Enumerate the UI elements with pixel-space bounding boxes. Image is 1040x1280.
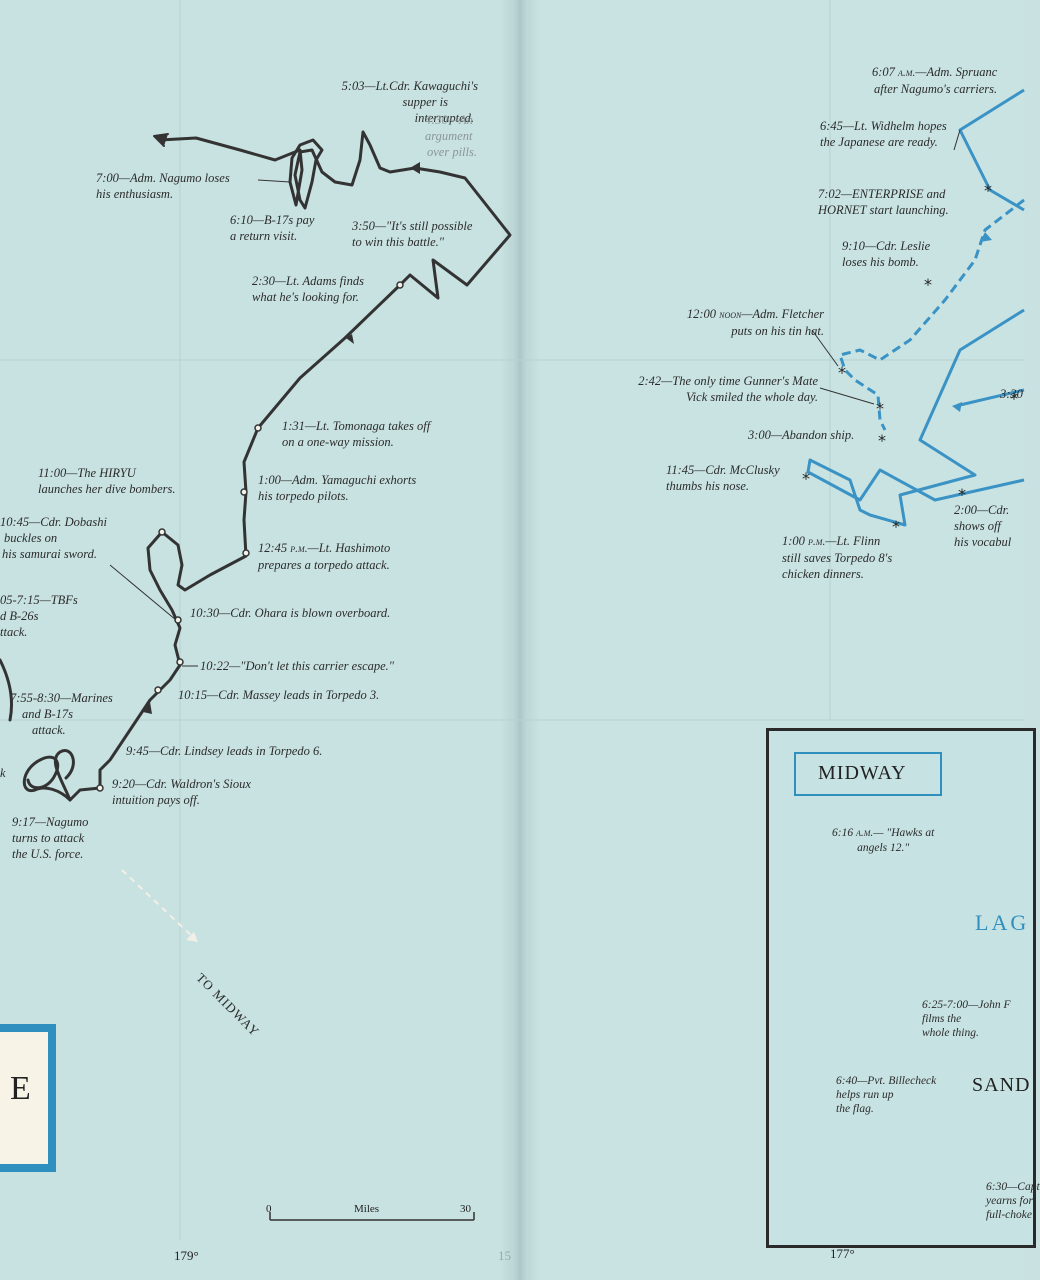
label-1245: 12:45 p.m.—Lt. Hashimoto prepares a torp… xyxy=(258,541,391,572)
left-title-fragment: E xyxy=(10,1070,31,1107)
midway-title: MIDWAY xyxy=(818,762,907,784)
svg-text:*: * xyxy=(838,363,846,382)
sand-island-label: SAND xyxy=(972,1074,1031,1096)
label-330: 3:30 xyxy=(1000,387,1023,401)
japanese-fleet-track xyxy=(0,130,512,802)
page-number-fragment: 15 xyxy=(498,1248,511,1263)
us-track-arrows xyxy=(952,232,992,412)
label-1015: 10:15—Cdr. Massey leads in Torpedo 3. xyxy=(178,688,380,702)
label-100pm: 1:00 p.m.—Lt. Flinn still saves Torpedo … xyxy=(782,534,893,581)
left-page xyxy=(0,0,512,1280)
label-1200: 12:00 noon—Adm. Fletcher puts on his tin… xyxy=(686,307,824,338)
label-607: 6:07 a.m.—Adm. Spruanc after Nagumo's ca… xyxy=(872,65,998,96)
to-midway-arrow xyxy=(121,869,195,939)
lagoon-label: LAG xyxy=(975,910,1030,935)
to-midway-arrowhead xyxy=(186,932,198,942)
us-fleet-track xyxy=(806,88,1025,527)
label-1030: 10:30—Cdr. Ohara is blown overboard. xyxy=(190,606,391,620)
svg-text:*: * xyxy=(876,399,884,418)
label-616: 6:16 a.m.— "Hawks at angels 12." xyxy=(832,827,935,854)
japanese-track-markers xyxy=(96,281,404,792)
longitude-179: 179° xyxy=(174,1248,199,1263)
midway-inset-map xyxy=(766,728,1036,1248)
left-title-frame: E xyxy=(0,1024,56,1172)
label-k: k xyxy=(0,766,6,780)
left-title-panel: E xyxy=(0,1032,48,1164)
right-leader-lines xyxy=(811,129,961,405)
label-945: 9:45—Cdr. Lindsey leads in Torpedo 6. xyxy=(126,744,323,758)
svg-text:*: * xyxy=(958,485,966,504)
label-300: 3:00—Abandon ship. xyxy=(748,428,855,442)
svg-text:*: * xyxy=(892,517,900,536)
us-track-asterisks: * * * * * * * * * xyxy=(802,181,1018,536)
japanese-track-arrows xyxy=(143,162,420,714)
scale-label: Miles xyxy=(354,1203,380,1215)
midway-title-box: MIDWAY xyxy=(794,752,942,796)
svg-text:*: * xyxy=(878,431,886,450)
svg-text:*: * xyxy=(984,181,992,200)
left-leader-lines xyxy=(109,179,291,667)
scale-max: 30 xyxy=(460,1203,471,1215)
longitude-177: 177° xyxy=(830,1246,855,1261)
book-gutter xyxy=(500,0,540,1280)
svg-text:*: * xyxy=(802,469,810,488)
svg-text:*: * xyxy=(1010,389,1018,408)
scale-zero: 0 xyxy=(266,1203,272,1215)
label-1022: 10:22—"Don't let this carrier escape." xyxy=(200,659,395,673)
scale-bar xyxy=(269,1212,475,1221)
svg-text:*: * xyxy=(924,275,932,294)
